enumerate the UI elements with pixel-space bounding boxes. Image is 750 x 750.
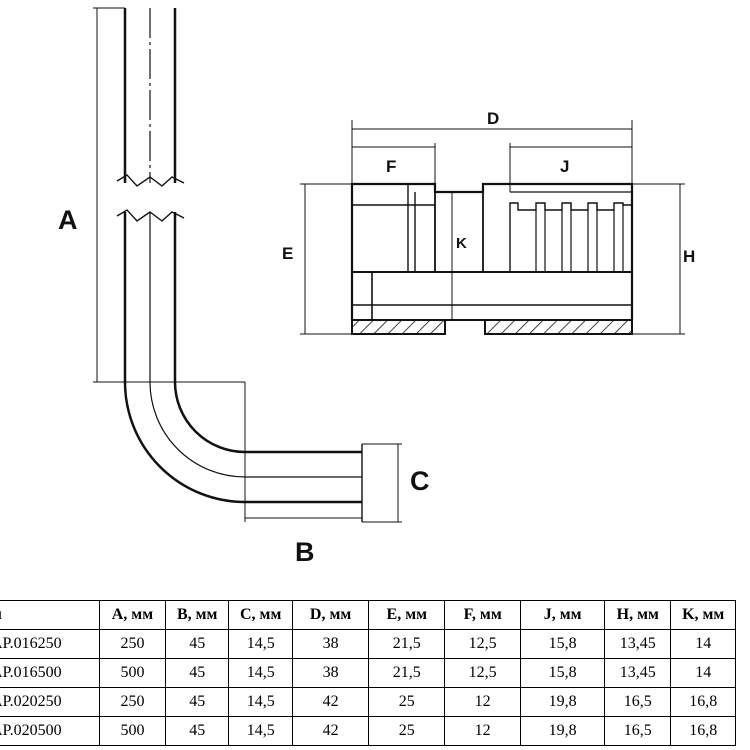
pipe-dimensions: [93, 7, 402, 523]
cell-d: 42: [291, 687, 370, 717]
cell-code: AP.020250: [0, 687, 100, 717]
break-mark-bottom: [116, 209, 185, 222]
col-header-a: A, мм: [98, 600, 166, 630]
dim-label-c: C: [410, 466, 430, 496]
cell-a: 250: [98, 629, 166, 659]
pipe-elbow: [116, 8, 363, 522]
cell-f: 12: [444, 716, 522, 746]
cell-c: 14,5: [228, 687, 293, 717]
col-header-d: D, мм: [291, 600, 370, 630]
technical-drawing: A B C: [58, 7, 695, 567]
cell-f: 12,5: [444, 629, 522, 659]
cell-j: 19,8: [520, 687, 606, 717]
cell-k: 14: [670, 658, 736, 688]
spec-table: м A, мм B, мм C, мм D, мм E, мм F, мм J,…: [0, 600, 736, 746]
col-header-b: B, мм: [164, 600, 230, 630]
dim-label-e: E: [282, 244, 293, 263]
cell-code: AP.016250: [0, 629, 100, 659]
cell-f: 12: [444, 687, 522, 717]
break-mark-top: [116, 174, 185, 187]
table-row: AP.020250 250 45 14,5 42 25 12 19,8 16,5…: [0, 687, 736, 717]
col-header-k: K, мм: [670, 600, 736, 630]
cell-j: 19,8: [520, 716, 606, 746]
cell-h: 16,5: [604, 716, 672, 746]
cell-code: AP.016500: [0, 658, 100, 688]
cell-d: 42: [291, 716, 370, 746]
col-header-e: E, мм: [368, 600, 446, 630]
dim-label-f: F: [386, 157, 396, 176]
cell-b: 45: [164, 687, 230, 717]
cell-e: 25: [368, 687, 446, 717]
fitting-section: [350, 182, 634, 335]
col-header-f: F, мм: [444, 600, 522, 630]
dim-label-d: D: [487, 109, 499, 128]
cell-b: 45: [164, 658, 230, 688]
dim-label-a: A: [58, 205, 78, 235]
cell-h: 13,45: [604, 629, 672, 659]
table-row: AP.020500 500 45 14,5 42 25 12 19,8 16,5…: [0, 716, 736, 746]
cell-c: 14,5: [228, 658, 293, 688]
dim-label-b: B: [295, 537, 315, 567]
cell-k: 16,8: [670, 687, 736, 717]
cell-c: 14,5: [228, 629, 293, 659]
cell-d: 38: [291, 658, 370, 688]
cell-j: 15,8: [520, 658, 606, 688]
cell-e: 25: [368, 716, 446, 746]
fitting-dimensions: [300, 120, 685, 335]
hatched-wall: [351, 319, 633, 335]
cell-k: 14: [670, 629, 736, 659]
cell-code: AP.020500: [0, 716, 100, 746]
cell-b: 45: [164, 629, 230, 659]
cell-h: 13,45: [604, 658, 672, 688]
cell-e: 21,5: [368, 629, 446, 659]
cell-j: 15,8: [520, 629, 606, 659]
col-header-h: H, мм: [604, 600, 672, 630]
dim-label-h: H: [683, 247, 695, 266]
col-header-code: м: [0, 600, 100, 630]
col-header-c: C, мм: [228, 600, 293, 630]
cell-c: 14,5: [228, 716, 293, 746]
cell-b: 45: [164, 716, 230, 746]
cell-a: 500: [98, 658, 166, 688]
table-row: AP.016500 500 45 14,5 38 21,5 12,5 15,8 …: [0, 658, 736, 688]
table-header-row: м A, мм B, мм C, мм D, мм E, мм F, мм J,…: [0, 600, 736, 630]
dim-label-j: J: [560, 157, 569, 176]
col-header-j: J, мм: [520, 600, 606, 630]
cell-k: 16,8: [670, 716, 736, 746]
cell-h: 16,5: [604, 687, 672, 717]
table-row: AP.016250 250 45 14,5 38 21,5 12,5 15,8 …: [0, 629, 736, 659]
dim-label-k: K: [456, 235, 467, 252]
cell-d: 38: [291, 629, 370, 659]
cell-a: 250: [98, 687, 166, 717]
cell-e: 21,5: [368, 658, 446, 688]
cell-f: 12,5: [444, 658, 522, 688]
cell-a: 500: [98, 716, 166, 746]
